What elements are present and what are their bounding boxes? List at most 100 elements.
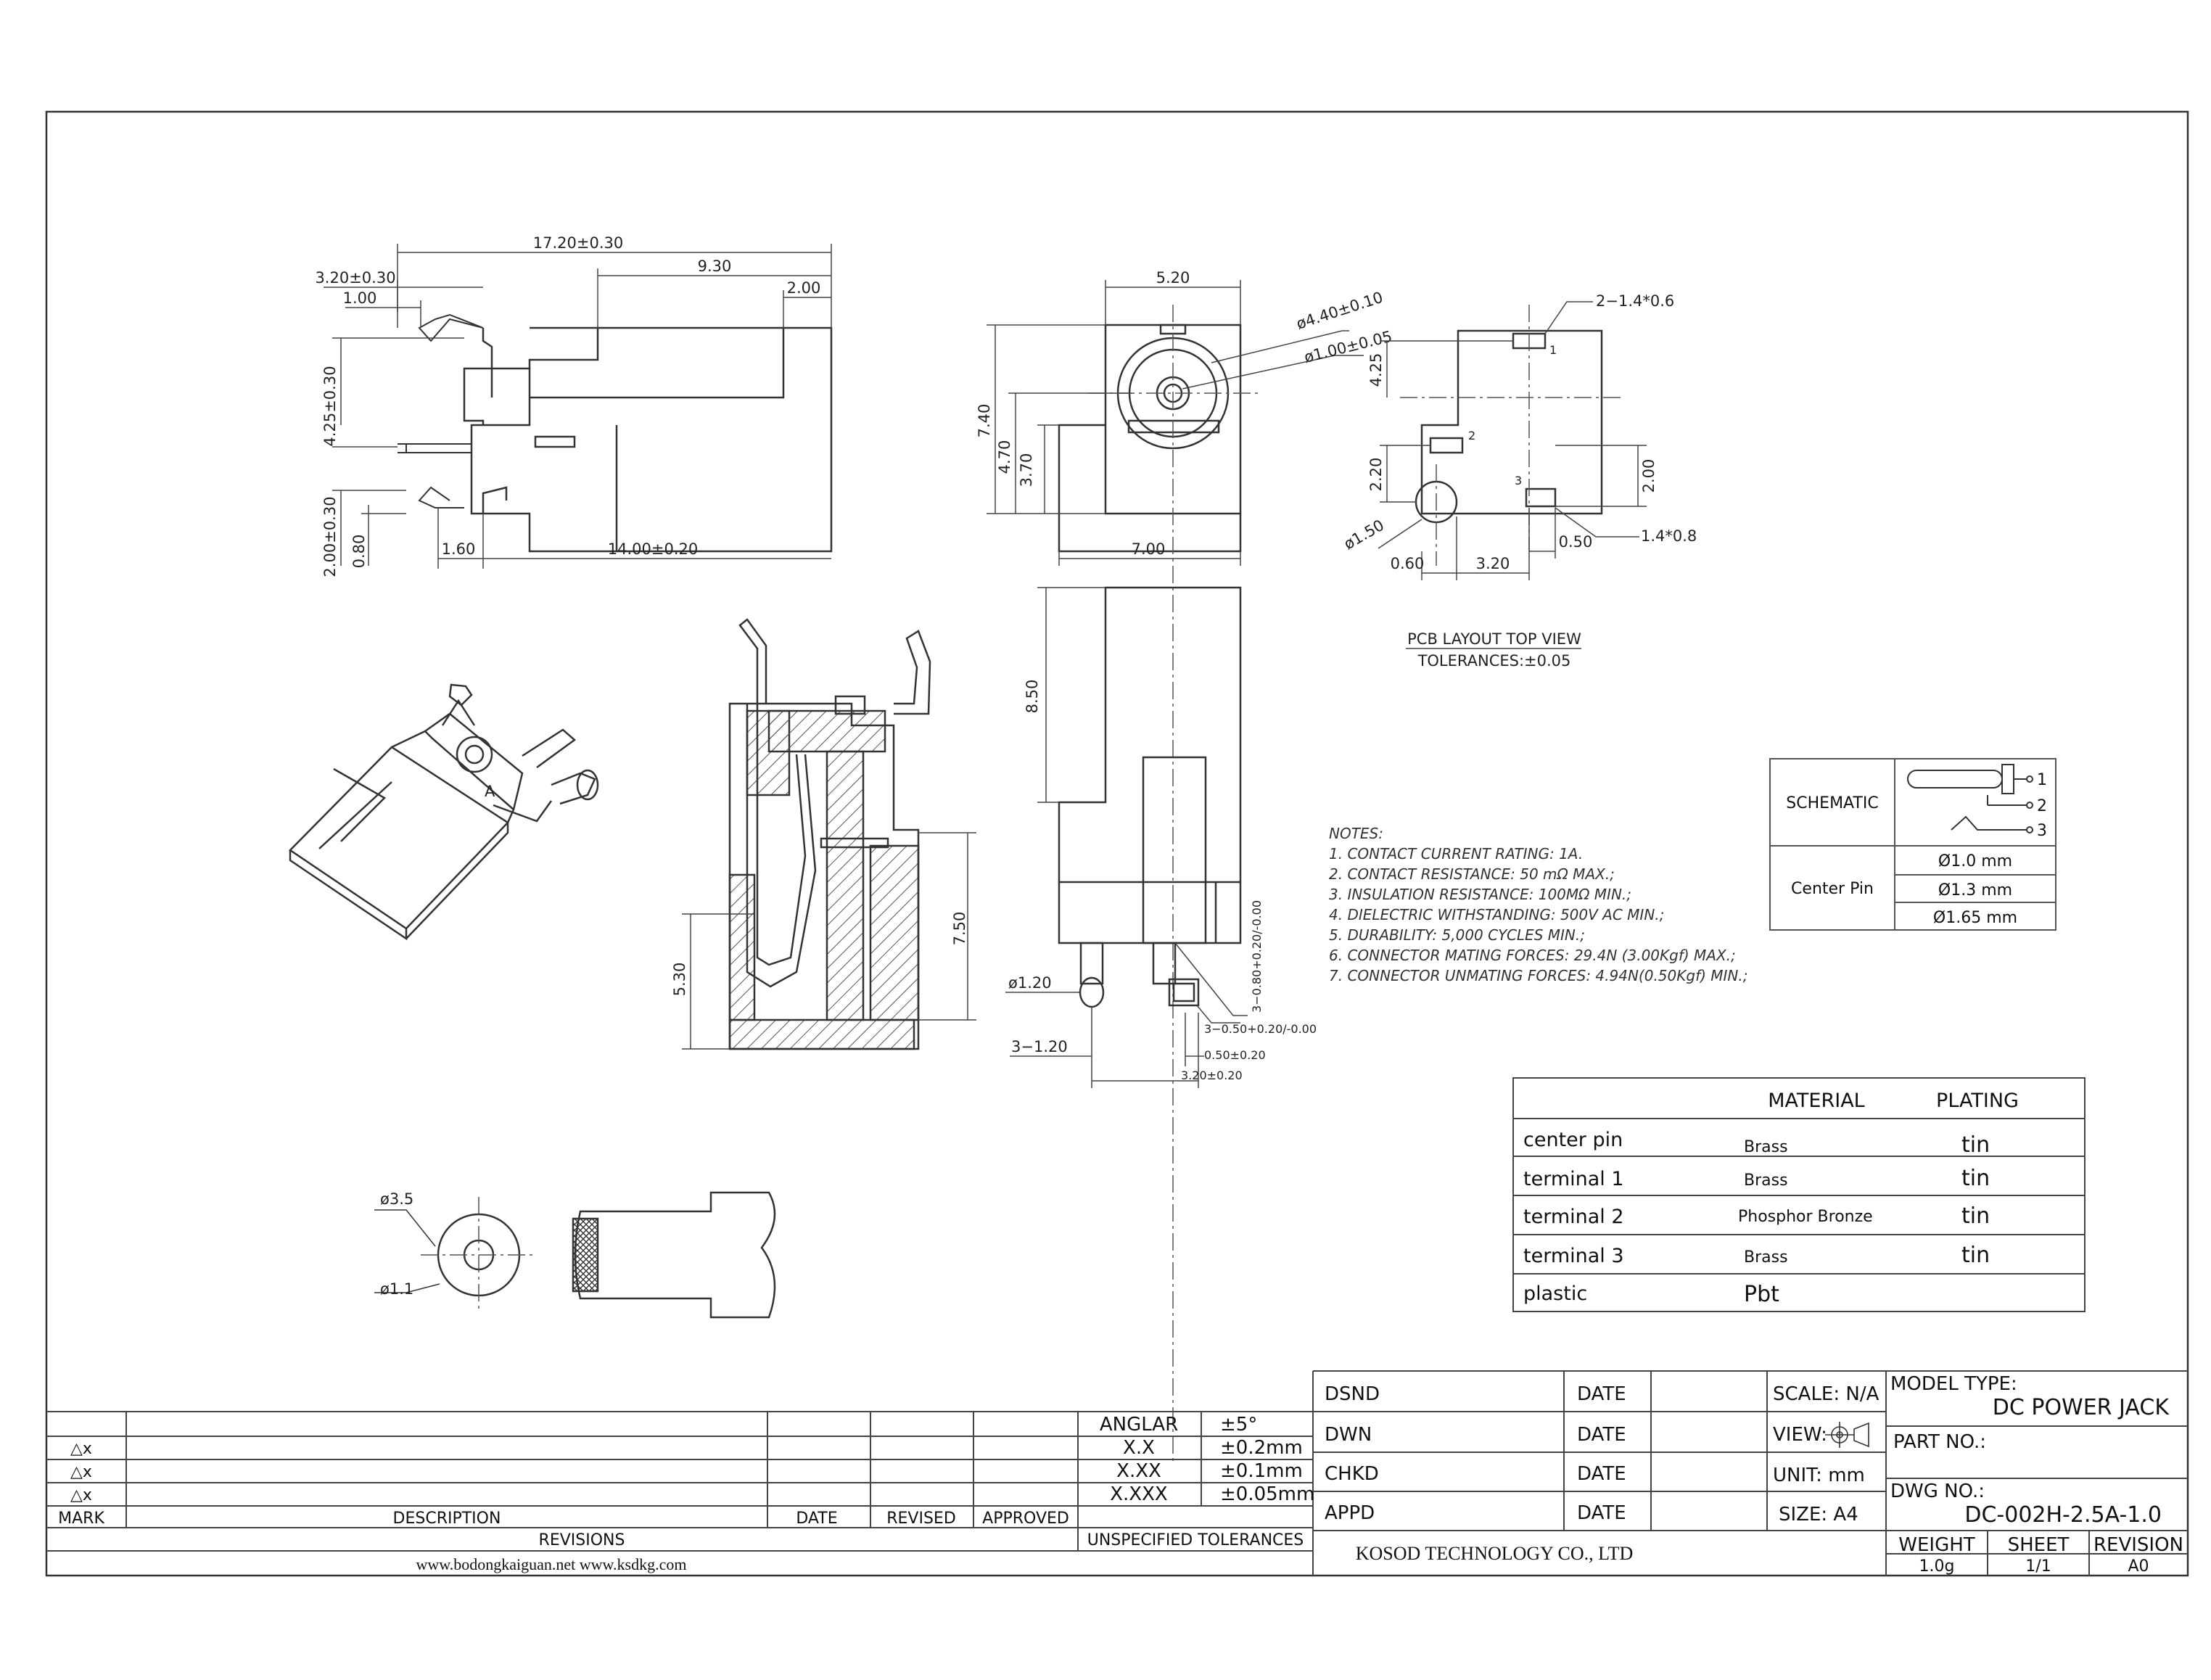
title-block: DSND DWN CHKD APPD DATE DATE DATE DATE S… xyxy=(1313,1370,2188,1576)
schematic-table: SCHEMATIC 1 2 3 Center Pin Ø1.0 mm Ø1.3 … xyxy=(1769,758,2056,931)
dim-slot-a: 3−0.80+0.20/-0.00 xyxy=(1250,900,1264,1013)
side-view xyxy=(1058,586,1242,1008)
front-view-dimensions xyxy=(987,280,1364,566)
schematic-pin-1: 1 xyxy=(2037,771,2047,789)
material-row-part: terminal 3 xyxy=(1523,1245,1624,1267)
note-item: 1. CONTACT CURRENT RATING: 1A. xyxy=(1329,845,1583,862)
dim-pin-tip: 1.00 xyxy=(343,289,377,307)
note-item: 3. INSULATION RESISTANCE: 100MΩ MIN.; xyxy=(1329,886,1631,903)
material-table: MATERIAL PLATING center pin Brass tin te… xyxy=(1512,1077,2086,1312)
isometric-view xyxy=(289,683,599,941)
note-item: 4. DIELECTRIC WITHSTANDING: 500V AC MIN.… xyxy=(1329,906,1664,923)
dim-pin-slot: 3−1.20 xyxy=(1011,1038,1068,1055)
tolerance-label: X.XXX xyxy=(1110,1483,1168,1505)
revision-header-revised: REVISED xyxy=(886,1510,956,1528)
dim-base-width: 7.00 xyxy=(1132,540,1166,558)
side-dimensions xyxy=(1005,587,1248,1088)
dim-center-height: 4.70 xyxy=(996,440,1013,474)
tolerance-label: X.X xyxy=(1123,1437,1155,1459)
signoff-appd: APPD xyxy=(1325,1502,1375,1524)
tolerance-value: ±0.1mm xyxy=(1220,1460,1303,1482)
dim-base-height: 3.70 xyxy=(1018,453,1035,487)
pcb-height-lower: 2.20 xyxy=(1367,458,1385,492)
material-row-part: center pin xyxy=(1523,1129,1623,1151)
dwg-no-label: DWG NO.: xyxy=(1890,1481,1985,1502)
pcb-pin2: 2 xyxy=(1468,429,1475,442)
material-row-plating: tin xyxy=(1961,1132,1990,1158)
tolerance-value: ±0.2mm xyxy=(1220,1437,1303,1459)
plug-centerlines xyxy=(421,1197,537,1313)
pcb-pad-width: 0.50 xyxy=(1559,533,1593,551)
dim-body-to-front: 9.30 xyxy=(698,258,732,275)
revision-mark: △x xyxy=(70,1486,92,1504)
material-row-part: plastic xyxy=(1523,1282,1587,1305)
dim-upper-height: 8.50 xyxy=(1024,680,1041,714)
material-header: MATERIAL xyxy=(1768,1090,1864,1112)
material-row-part: terminal 2 xyxy=(1523,1206,1624,1228)
revision-header-mark: MARK xyxy=(58,1510,104,1528)
dim-front-height: 7.40 xyxy=(976,404,993,438)
center-pin-option: Ø1.0 mm xyxy=(1938,852,2012,870)
dim-front-width: 5.20 xyxy=(1156,269,1190,287)
pcb-dimensions xyxy=(1378,301,1647,580)
pcb-pin3: 3 xyxy=(1515,474,1522,487)
plug-inner-dia: ø1.1 xyxy=(380,1280,413,1298)
dim-outer-dia: ø4.40±0.10 xyxy=(1294,289,1385,333)
section-view xyxy=(728,618,931,1050)
section-dimensions xyxy=(682,832,976,1050)
revisions-title: REVISIONS xyxy=(539,1531,625,1549)
dim-front-lip: 2.00 xyxy=(787,279,821,297)
company-name: KOSOD TECHNOLOGY CO., LTD xyxy=(1356,1543,1634,1564)
signoff-dwn: DWN xyxy=(1325,1424,1372,1446)
dim-body-length: 14.00±0.20 xyxy=(608,540,698,558)
part-no-label: PART NO.: xyxy=(1893,1431,1986,1453)
revisions-block: △x △x △x MARK DESCRIPTION DATE REVISED A… xyxy=(46,1371,1314,1576)
material-row-material: Phosphor Bronze xyxy=(1738,1208,1873,1226)
front-view-centerlines xyxy=(1088,305,1262,1465)
pcb-pad1-size: 2−1.4*0.6 xyxy=(1596,292,1674,310)
revision-header-description: DESCRIPTION xyxy=(393,1510,501,1528)
pcb-height-upper: 4.25 xyxy=(1367,353,1385,387)
size-field: SIZE: A4 xyxy=(1779,1504,1858,1525)
front-view-labels: 5.20 ø4.40±0.10 ø1.00±0.05 7.40 4.70 3.7… xyxy=(976,269,1393,558)
revision-value: A0 xyxy=(2128,1557,2149,1576)
plug-outer-dia: ø3.5 xyxy=(380,1190,413,1208)
tolerance-value: ±5° xyxy=(1220,1414,1257,1436)
dim-pin-gap: 1.60 xyxy=(442,540,476,558)
note-item: 2. CONTACT RESISTANCE: 50 mΩ MAX.; xyxy=(1329,865,1615,883)
unspecified-tolerances-title: UNSPECIFIED TOLERANCES xyxy=(1087,1531,1304,1549)
model-type-label: MODEL TYPE: xyxy=(1890,1373,2017,1395)
center-pin-option: Ø1.65 mm xyxy=(1933,909,2017,927)
schematic-symbol-icon xyxy=(1907,764,2033,833)
pcb-pitch: 3.20 xyxy=(1476,555,1510,572)
pcb-pad3-size: 1.4*0.8 xyxy=(1641,527,1697,545)
material-row-material: Pbt xyxy=(1744,1282,1779,1307)
material-row-plating: tin xyxy=(1961,1166,1990,1191)
sheet-value: 1/1 xyxy=(2025,1557,2051,1576)
material-row-material: Brass xyxy=(1744,1172,1788,1190)
center-pin-label: Center Pin xyxy=(1791,880,1874,898)
dim-pin-offset: 3.20±0.30 xyxy=(315,269,395,287)
revision-label: REVISION xyxy=(2093,1534,2183,1556)
pcb-pin1: 1 xyxy=(1549,343,1557,357)
tolerance-label: ANGLAR xyxy=(1100,1414,1178,1436)
top-view-dimensions xyxy=(324,244,832,569)
schematic-pin-3: 3 xyxy=(2037,822,2047,840)
sheet-border xyxy=(45,110,2189,1577)
dim-bottom-offset: 2.00±0.30 xyxy=(321,496,339,577)
date-label: DATE xyxy=(1577,1463,1626,1485)
revision-mark: △x xyxy=(70,1440,92,1458)
dim-slot-b: 3−0.50+0.20/-0.00 xyxy=(1204,1022,1317,1036)
top-view xyxy=(398,313,833,553)
side-labels: 8.50 ø1.20 3−1.20 3−0.80+0.20/-0.00 3−0.… xyxy=(1008,680,1317,1082)
revision-mark: △x xyxy=(70,1463,92,1481)
notes-heading: NOTES: xyxy=(1329,825,1383,842)
material-row-material: Brass xyxy=(1744,1248,1788,1267)
material-row-part: terminal 1 xyxy=(1523,1168,1624,1190)
scale-field: SCALE: N/A xyxy=(1773,1383,1879,1405)
dim-pitch-small: 0.50±0.20 xyxy=(1204,1048,1266,1062)
dim-bottom-pin: 0.80 xyxy=(350,535,368,569)
tolerance-label: X.XX xyxy=(1116,1460,1161,1482)
dim-pin-dia: ø1.20 xyxy=(1008,974,1052,992)
